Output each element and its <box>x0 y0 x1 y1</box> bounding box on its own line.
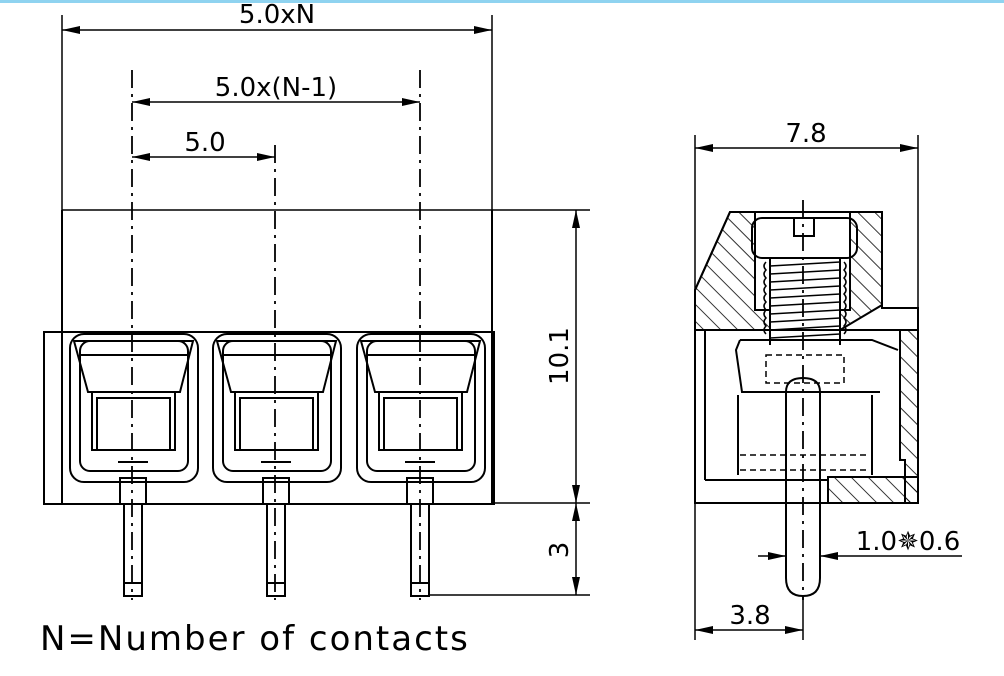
front-view: 5.0xN 5.0x(N-1) 5.0 <box>43 0 590 600</box>
dim-depth: 7.8 <box>694 119 919 640</box>
top-rule <box>0 0 1004 3</box>
dim-pin-offset-label: 3.8 <box>729 601 770 631</box>
dim-pin-section-label: 1.0✵0.6 <box>856 527 960 557</box>
side-pin <box>785 200 821 600</box>
dim-span: 5.0x(N-1) <box>132 73 420 106</box>
dim-pin-length: 3 <box>545 503 580 595</box>
dim-total-width: 5.0xN <box>61 0 493 332</box>
clamp <box>734 339 899 475</box>
terminal-body <box>43 210 590 505</box>
dim-body-height-label: 10.1 <box>545 327 575 385</box>
dim-depth-label: 7.8 <box>785 119 826 149</box>
dim-span-label: 5.0x(N-1) <box>215 73 337 103</box>
dim-pitch: 5.0 <box>132 128 275 161</box>
contact-cell-1 <box>69 333 199 483</box>
pins <box>119 477 434 597</box>
pin-2 <box>262 477 290 597</box>
dim-total-width-label: 5.0xN <box>239 0 315 30</box>
screw <box>751 217 858 345</box>
contact-cells <box>69 333 486 483</box>
dim-pin-offset: 3.8 <box>695 596 804 640</box>
contact-cell-3 <box>356 333 486 483</box>
side-view: 7.8 <box>694 119 962 640</box>
dim-pin-length-label: 3 <box>545 542 575 559</box>
legend-text: N=Number of contacts <box>40 619 470 659</box>
dim-pin-section: 1.0✵0.6 <box>758 527 962 560</box>
dim-pitch-label: 5.0 <box>184 128 225 158</box>
center-lines <box>131 70 421 600</box>
pin-1 <box>119 477 147 597</box>
contact-cell-2 <box>212 333 342 483</box>
dim-body-height: 10.1 <box>545 210 580 503</box>
side-housing <box>694 211 919 504</box>
